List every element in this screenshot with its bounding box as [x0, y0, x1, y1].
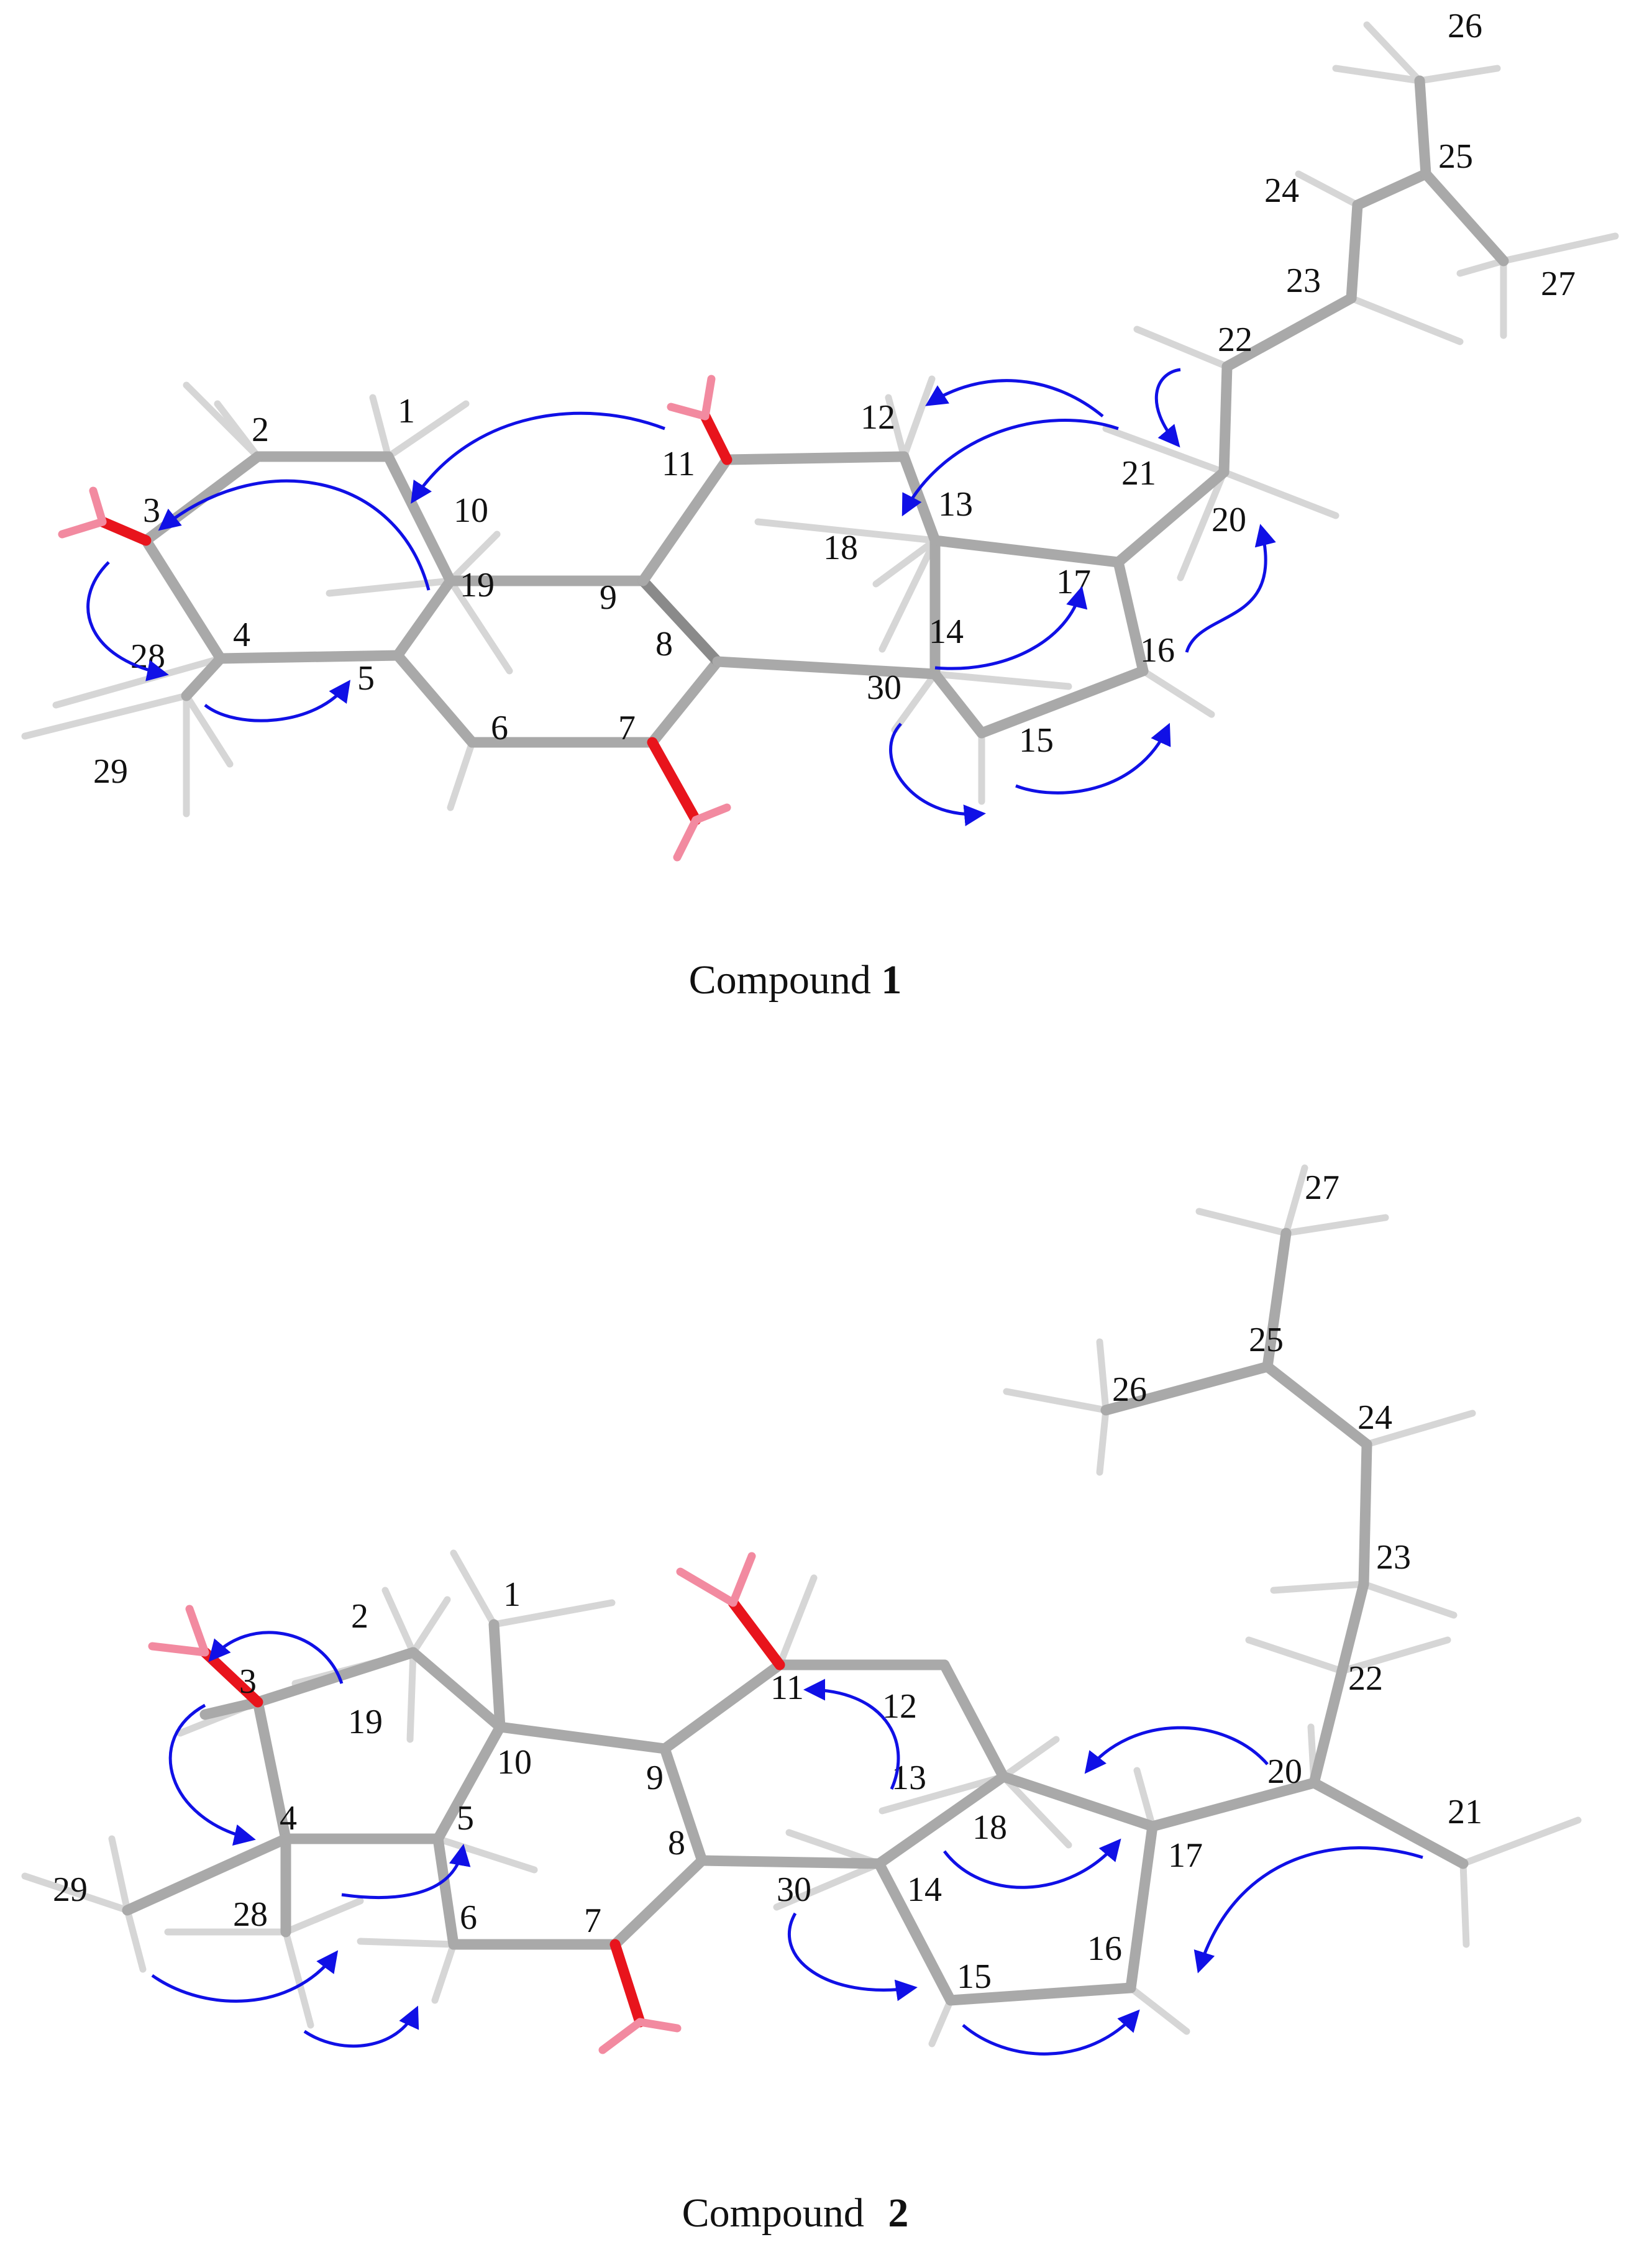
compound-2-correlation-arrows: [151, 1631, 1423, 2056]
c1-label-24: 24: [1264, 171, 1299, 210]
c2-label-22: 22: [1348, 1659, 1383, 1698]
c2-label-11: 11: [770, 1669, 804, 1707]
c2-label-2: 2: [351, 1597, 368, 1636]
compound-1-caption-number: 1: [881, 957, 902, 1003]
compound-1-bonds: [140, 75, 1509, 748]
c1-label-30: 30: [867, 668, 901, 707]
c2-label-20: 20: [1267, 1752, 1302, 1791]
compound-1-correlation-arrows: [86, 368, 1276, 826]
c2-label-3: 3: [239, 1662, 257, 1701]
compound-2-atom-labels: 1 2 3 4 5 6 7 8 9 10 11 12 13 14 15 16 1…: [53, 1168, 1482, 1996]
c1-label-14: 14: [929, 613, 964, 651]
c1-label-26: 26: [1448, 7, 1482, 45]
c1-label-23: 23: [1286, 262, 1321, 300]
c2-label-28: 28: [233, 1895, 268, 1934]
c1-label-2: 2: [252, 411, 269, 449]
c2-label-30: 30: [777, 1870, 811, 1909]
c1-label-1: 1: [398, 392, 415, 430]
c1-label-11: 11: [662, 445, 695, 483]
c2-label-19: 19: [348, 1703, 383, 1741]
c1-label-21: 21: [1121, 454, 1156, 493]
compound-2-caption-prefix: Compound: [682, 2190, 864, 2236]
c1-label-19: 19: [460, 566, 495, 604]
c2-label-12: 12: [882, 1687, 917, 1726]
compound-2-caption-number: 2: [888, 2190, 909, 2236]
c2-label-10: 10: [497, 1743, 532, 1782]
compound-1-structure: [21, 21, 1619, 862]
c2-label-25: 25: [1249, 1321, 1284, 1359]
c1-label-3: 3: [143, 491, 160, 530]
c2-label-5: 5: [457, 1799, 474, 1838]
c1-label-4: 4: [233, 616, 250, 654]
c2-label-23: 23: [1376, 1538, 1411, 1577]
c1-label-9: 9: [600, 578, 617, 617]
c1-label-13: 13: [938, 485, 973, 524]
compound-1-caption: Compound 1: [609, 957, 982, 1004]
compound-2-hydrogens: [21, 1164, 1582, 2048]
c1-label-29: 29: [93, 752, 128, 791]
compound-2-caption: Compound 2: [596, 2190, 994, 2237]
c2-label-6: 6: [460, 1898, 477, 1937]
c1-label-17: 17: [1056, 563, 1091, 601]
compound-2-bonds: [122, 1228, 1469, 2006]
c2-label-7: 7: [584, 1902, 601, 1940]
compound-2-structure: [21, 1164, 1582, 2054]
c1-label-7: 7: [618, 709, 636, 747]
c2-label-9: 9: [646, 1759, 664, 1797]
c1-label-5: 5: [357, 659, 375, 698]
c1-label-15: 15: [1019, 721, 1054, 760]
c1-label-6: 6: [491, 709, 508, 747]
c2-label-29: 29: [53, 1870, 88, 1909]
compound-1-hydroxyls: [58, 375, 732, 862]
c1-label-10: 10: [454, 491, 488, 530]
c1-label-27: 27: [1541, 265, 1576, 303]
c2-label-21: 21: [1448, 1793, 1482, 1831]
c2-label-4: 4: [280, 1799, 297, 1838]
c2-label-17: 17: [1168, 1836, 1203, 1875]
compound-1-hydrogens: [21, 21, 1619, 818]
c2-label-24: 24: [1358, 1398, 1392, 1437]
c1-label-22: 22: [1218, 321, 1253, 359]
c2-label-14: 14: [907, 1870, 942, 1909]
c2-label-8: 8: [668, 1824, 685, 1862]
c1-label-8: 8: [655, 625, 673, 663]
c1-label-16: 16: [1140, 631, 1175, 670]
compound-1-atom-labels: 1 2 3 4 5 6 7 8 9 10 11 12 13 14 15 16 1…: [93, 7, 1576, 791]
c2-label-27: 27: [1305, 1168, 1339, 1207]
c2-label-16: 16: [1087, 1929, 1122, 1968]
c2-label-1: 1: [503, 1575, 521, 1614]
c2-label-26: 26: [1112, 1370, 1147, 1409]
c1-label-18: 18: [823, 529, 858, 567]
c1-label-12: 12: [860, 398, 895, 437]
compound-1-caption-prefix: Compound: [688, 957, 871, 1003]
c1-label-25: 25: [1438, 137, 1473, 176]
c2-label-18: 18: [972, 1808, 1007, 1847]
c2-label-15: 15: [957, 1957, 992, 1996]
c1-label-20: 20: [1212, 501, 1246, 539]
